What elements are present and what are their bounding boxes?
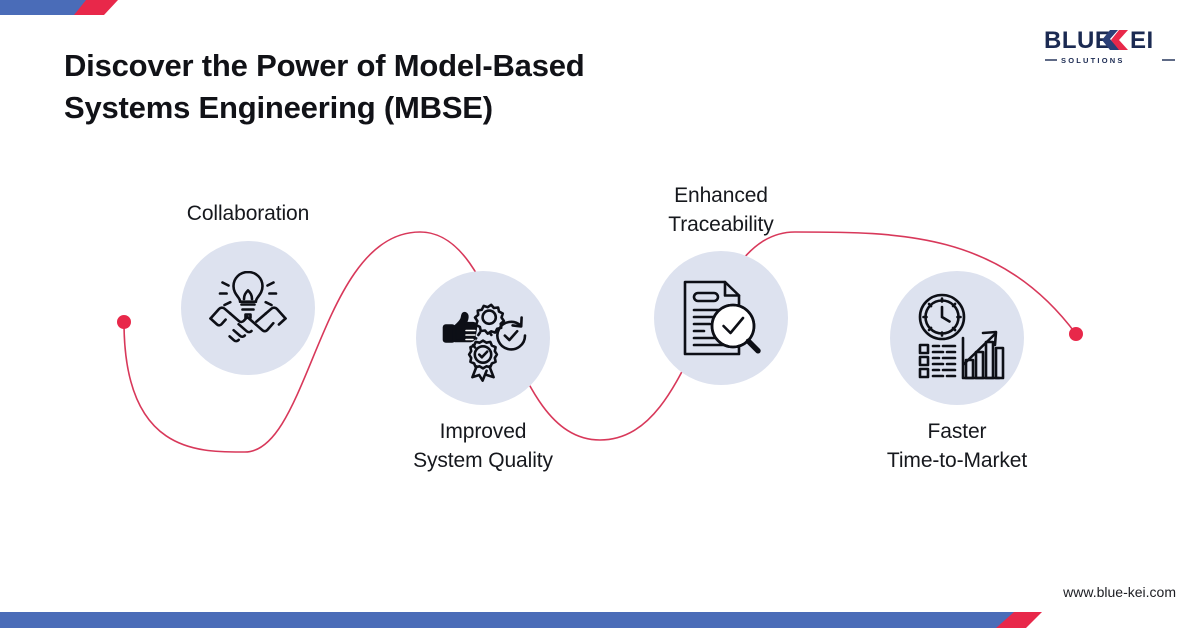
clock-growth-chart-icon xyxy=(918,293,1005,380)
quality-badge-gear-thumbsup-icon xyxy=(442,303,527,382)
node-faster-time-to-market-label-line2: Time-to-Market xyxy=(886,448,1028,472)
node-faster-time-to-market: Faster Time-to-Market xyxy=(837,271,1077,475)
node-enhanced-traceability: Enhanced Traceability xyxy=(601,182,841,386)
node-improved-system-quality: Improved System Quality xyxy=(363,271,603,475)
node-enhanced-traceability-label-line2: Traceability xyxy=(668,212,774,236)
page-title-line-2: Systems Engineering (MBSE) xyxy=(64,89,493,125)
logo-tagline: SOLUTIONS xyxy=(1061,56,1125,65)
website-url: www.blue-kei.com xyxy=(1063,584,1176,600)
logo-mark: BLUE EI SOLUTIONS xyxy=(1044,27,1175,65)
logo-text-ei: EI xyxy=(1130,27,1154,54)
bottom-ribbon xyxy=(0,612,1042,628)
page-title-line-1: Discover the Power of Model-Based xyxy=(64,48,585,83)
handshake-lightbulb-icon xyxy=(209,270,287,342)
logo-chevron-red xyxy=(1111,30,1128,50)
node-enhanced-traceability-label-line1: Enhanced xyxy=(674,184,768,207)
top-left-ribbon xyxy=(0,0,118,15)
node-improved-system-quality-label-line2: System Quality xyxy=(413,448,553,472)
logo-text-blue: BLUE xyxy=(1044,27,1111,54)
node-enhanced-traceability-label: Enhanced Traceability xyxy=(601,182,841,239)
node-faster-time-to-market-icon-circle xyxy=(890,271,1024,405)
node-improved-system-quality-icon-circle xyxy=(416,271,550,405)
node-improved-system-quality-label: Improved System Quality xyxy=(363,418,603,475)
node-collaboration-icon-circle xyxy=(181,240,315,375)
node-improved-system-quality-label-line1: Improved xyxy=(439,420,527,443)
node-faster-time-to-market-label-line1: Faster xyxy=(927,420,987,443)
logo-chevron-blue xyxy=(1102,30,1120,50)
page-title: Discover the Power of Model-Based System… xyxy=(64,45,724,128)
node-enhanced-traceability-icon-circle xyxy=(654,251,788,386)
node-collaboration-label: Collaboration xyxy=(128,200,368,229)
document-magnifier-check-icon xyxy=(683,280,761,356)
brand-logo: BLUE EI SOLUTIONS xyxy=(1044,24,1176,68)
node-collaboration: Collaboration xyxy=(128,200,368,375)
node-faster-time-to-market-label: Faster Time-to-Market xyxy=(837,418,1077,475)
node-collaboration-label-line1: Collaboration xyxy=(186,202,310,225)
